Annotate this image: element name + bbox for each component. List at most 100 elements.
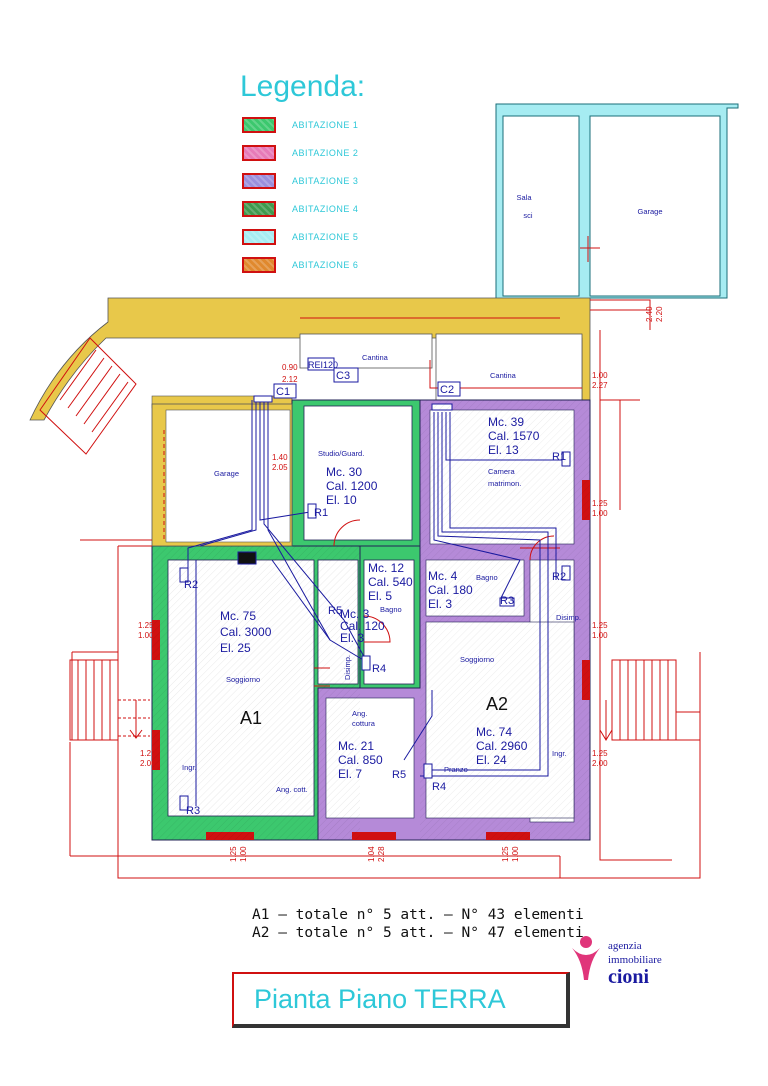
tag-r1-studio: R1 [314,507,328,519]
studio-cal: Cal. 1200 [326,479,378,493]
disimp-a1-el: El. 3 [340,631,364,645]
room-ang-cott: Ang. cott. [276,785,308,794]
tag-c1: C1 [276,386,290,398]
dim-125d: 1.25 [592,749,608,758]
dim-125c: 1.25 [138,621,154,630]
legend-swatch [242,145,276,161]
dim-125b: 1.25 [592,621,608,630]
dim-100e: 1.00 [239,846,248,862]
agency-logo-icon [572,936,600,980]
soggiorno-a1-el: El. 25 [220,641,251,655]
tag-r3-ingr: R3 [186,805,200,817]
soggiorno-a2-mc: Mc. 74 [476,725,512,739]
dim-212: 2.12 [282,375,298,384]
legend-swatch [242,201,276,217]
soggiorno-a2-cal: Cal. 2960 [476,739,528,753]
room-ingr-2: Ingr. [552,749,567,758]
legend-swatch [242,173,276,189]
stair-left [69,659,150,741]
ang-cott-a2-cal: Cal. 850 [338,753,383,767]
legend-item: ABITAZIONE 4 [242,200,512,218]
title-box: Pianta Piano TERRA [232,972,570,1028]
legend-item: ABITAZIONE 3 [242,172,512,190]
tag-r5-disimp: R5 [328,605,342,617]
legend-label: ABITAZIONE 5 [292,232,359,242]
studio-el: El. 10 [326,493,357,507]
room-sala-sci-1: Sala [516,193,532,202]
dim-140: 1.40 [272,453,288,462]
disimp-a1-mc: Mc. 3 [340,607,370,621]
dim-100b: 1.00 [592,509,608,518]
legend-label: ABITAZIONE 6 [292,260,359,270]
logo-text-cioni: cioni [608,966,650,988]
dim-127: 1.27 [140,749,156,758]
dim-090: 0.90 [282,363,298,372]
soggiorno-a1-mc: Mc. 75 [220,609,256,623]
ang-cott-a2-mc: Mc. 21 [338,739,374,753]
room-bagno-2: Bagno [476,573,498,582]
dim-100f: 1.00 [511,846,520,862]
studio-mc: Mc. 30 [326,465,362,479]
agency-logo: agenzia immobiliare cioni [566,932,686,992]
room-disimp-2: Disimp. [556,613,581,622]
legend-label: ABITAZIONE 2 [292,148,359,158]
dim-220: 2.20 [655,306,664,322]
legend-item: ABITAZIONE 6 [242,256,512,274]
bagno-a1-el: El. 5 [368,589,392,603]
legend-swatch [242,257,276,273]
camera-mc: Mc. 39 [488,415,524,429]
hatch-overlay [152,400,590,840]
room-ingr-1: Ingr. [182,763,197,772]
unit-a2-label: A2 [486,694,508,714]
tag-r4-bagno: R4 [372,663,386,675]
room-soggiorno-1: Soggiorno [226,675,260,684]
room-studio: Studio/Guard. [318,449,364,458]
room-data: Mc. 39 Cal. 1570 El. 13 Mc. 30 Cal. 1200… [220,415,540,781]
legend-swatch [242,229,276,245]
bagno-a1-cal: Cal. 540 [368,575,413,589]
dim-125e: 1.25 [229,846,238,862]
bagno-a2-cal: Cal. 180 [428,583,473,597]
room-ang-cottura-2: cottura [352,719,376,728]
external-stair-top-left [39,337,137,455]
dim-228: 2.28 [377,846,386,862]
room-cantina-1: Cantina [362,353,389,362]
soggiorno-a1-cal: Cal. 3000 [220,625,272,639]
legend-item: ABITAZIONE 1 [242,116,512,134]
room-garage-top: Garage [637,207,662,216]
unit-a1-label: A1 [240,708,262,728]
legend-label: ABITAZIONE 1 [292,120,359,130]
dim-125a: 1.25 [592,499,608,508]
legend-title: Legenda: [240,70,366,103]
disimp-a1-cal: Cal. 120 [340,619,385,633]
annex-building [495,103,739,309]
totals-a1: A1 – totale n° 5 att. – N° 43 elementi [252,907,584,923]
room-disimp-1: Disimp. [343,655,352,680]
dim-100c: 1.00 [592,631,608,640]
legend-label: ABITAZIONE 4 [292,204,359,214]
room-pranzo: Pranzo [444,765,468,774]
legend-item: ABITAZIONE 2 [242,144,512,162]
room-sala-sci-2: sci [523,211,533,220]
tag-rei: REI120 [308,360,338,370]
logo-text-agenzia: agenzia [608,940,642,952]
red-dimension-lines [69,236,701,879]
room-cantina-2: Cantina [490,371,517,380]
soggiorno-a2-el: El. 24 [476,753,507,767]
tag-c3: C3 [336,370,350,382]
dim-104: 1.04 [367,846,376,862]
ang-cott-a2-el: El. 7 [338,767,362,781]
camera-cal: Cal. 1570 [488,429,540,443]
dim-205: 2.05 [272,463,288,472]
dim-240: 2.40 [645,306,654,322]
dim-200b: 2.00 [592,759,608,768]
tag-c2: C2 [440,384,454,396]
room-camera-2: matrimon. [488,479,521,488]
tag-r4-pranzo: R4 [432,781,446,793]
garage-left [165,409,291,543]
bagno-a2-el: El. 3 [428,597,452,611]
legend-swatch [242,117,276,133]
bagno-a1-mc: Mc. 12 [368,561,404,575]
